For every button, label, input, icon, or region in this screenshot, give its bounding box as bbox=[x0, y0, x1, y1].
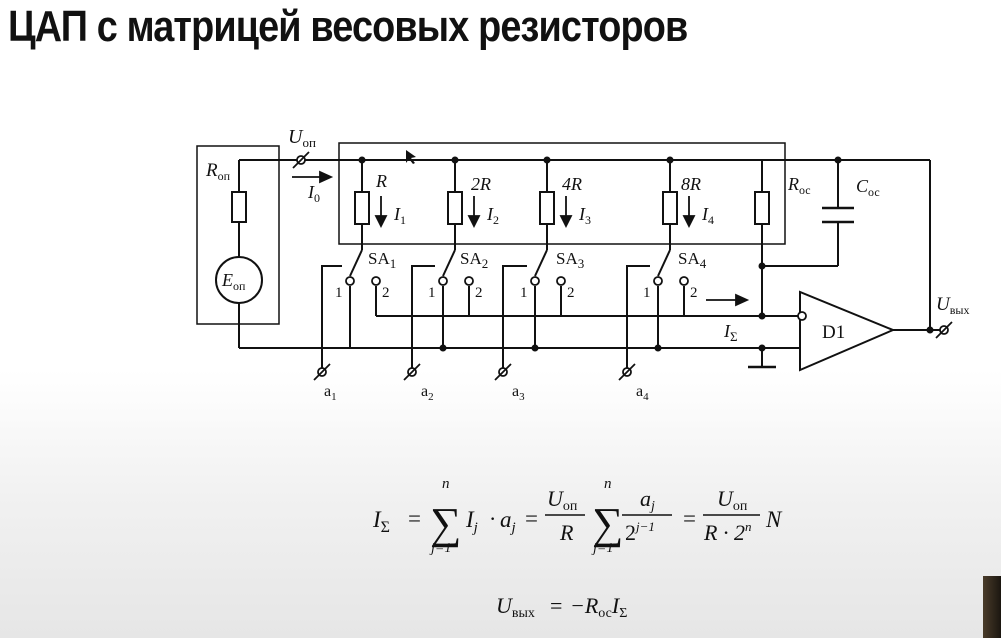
feedback-resistor bbox=[754, 191, 770, 225]
svg-text:=: = bbox=[525, 506, 538, 531]
r-ref-label: Rоп bbox=[205, 160, 231, 183]
svg-text:=: = bbox=[550, 593, 562, 618]
switch-4-pos1: 1 bbox=[643, 285, 651, 301]
svg-text:Ij: Ij bbox=[465, 507, 478, 536]
cursor-icon bbox=[406, 150, 416, 164]
sum-current-label: IΣ bbox=[723, 321, 738, 344]
svg-text:Uвых: Uвых bbox=[496, 593, 535, 621]
switch-2-label: SA2 bbox=[460, 249, 488, 271]
svg-text:R · 2n: R · 2n bbox=[703, 519, 751, 545]
svg-text:=: = bbox=[408, 506, 421, 531]
feedback-resistor-label: Rос bbox=[787, 174, 811, 197]
svg-text:Uоп: Uоп bbox=[717, 486, 748, 514]
svg-text:IΣ: IΣ bbox=[372, 507, 390, 536]
resistor-2-label: 2R bbox=[471, 174, 491, 194]
svg-text:=: = bbox=[683, 506, 696, 531]
switch-4-label: SA4 bbox=[678, 249, 707, 271]
current-arrows bbox=[292, 170, 750, 307]
feedback-capacitor-label: Cос bbox=[856, 176, 880, 199]
switch-contacts bbox=[345, 276, 807, 321]
switch-4-pos2: 2 bbox=[690, 285, 698, 301]
current-3-label: I3 bbox=[578, 204, 591, 227]
video-overlay-corner bbox=[983, 576, 1001, 638]
input-a3-label: a3 bbox=[512, 383, 525, 403]
resistor-r bbox=[354, 191, 370, 225]
svg-text:n: n bbox=[442, 476, 450, 492]
svg-text:−RосIΣ: −RосIΣ bbox=[570, 593, 627, 621]
switch-2-pos2: 2 bbox=[475, 285, 483, 301]
switch-3-label: SA3 bbox=[556, 249, 584, 271]
input-a2-label: a2 bbox=[421, 383, 434, 403]
voltage-source-circle bbox=[215, 256, 263, 304]
input-a4-label: a4 bbox=[636, 383, 649, 403]
svg-text:R: R bbox=[559, 520, 574, 545]
svg-text:j=1: j=1 bbox=[591, 541, 613, 556]
output-voltage-label: Uвых bbox=[936, 294, 969, 317]
svg-text:aj: aj bbox=[500, 507, 516, 536]
switch-1-pos2: 2 bbox=[382, 285, 390, 301]
svg-text:Uоп: Uоп bbox=[547, 486, 578, 514]
switch-1-pos1: 1 bbox=[335, 285, 343, 301]
svg-text:j=1: j=1 bbox=[429, 541, 451, 556]
resistor-8r bbox=[662, 191, 678, 225]
current-4-label: I4 bbox=[701, 204, 714, 227]
e-ref-label: Eоп bbox=[221, 270, 246, 293]
opamp-triangle bbox=[799, 290, 896, 372]
switch-1-label: SA1 bbox=[368, 249, 396, 271]
opamp-label: D1 bbox=[822, 322, 845, 343]
svg-text:∑: ∑ bbox=[430, 499, 461, 548]
svg-text:N: N bbox=[765, 507, 783, 532]
resistor-2r bbox=[447, 191, 463, 225]
junction-dots bbox=[358, 156, 934, 352]
resistor-3-label: 4R bbox=[562, 174, 582, 194]
reference-resistor bbox=[231, 191, 247, 223]
output-voltage-formula: Uвых = −RосIΣ bbox=[496, 593, 627, 621]
resistor-4r bbox=[539, 191, 555, 225]
svg-text:aj: aj bbox=[640, 486, 655, 514]
svg-text:∑: ∑ bbox=[592, 499, 623, 548]
input-a1-label: a1 bbox=[324, 383, 337, 403]
u-ref-label: Uоп bbox=[288, 126, 316, 150]
switch-2-pos1: 1 bbox=[428, 285, 436, 301]
resistor-1-label: R bbox=[375, 171, 387, 191]
i0-label: I0 bbox=[307, 182, 320, 205]
svg-text:n: n bbox=[604, 476, 612, 492]
current-1-label: I1 bbox=[393, 204, 406, 227]
resistor-matrix-box bbox=[338, 142, 786, 245]
svg-text:2j−1: 2j−1 bbox=[625, 519, 655, 545]
svg-text:·: · bbox=[489, 506, 496, 531]
page-title: ЦАП с матрицей весовых резисторов bbox=[8, 2, 688, 51]
resistor-4-label: 8R bbox=[681, 174, 701, 194]
switch-3-pos1: 1 bbox=[520, 285, 528, 301]
current-2-label: I2 bbox=[486, 204, 499, 227]
switch-3-pos2: 2 bbox=[567, 285, 575, 301]
